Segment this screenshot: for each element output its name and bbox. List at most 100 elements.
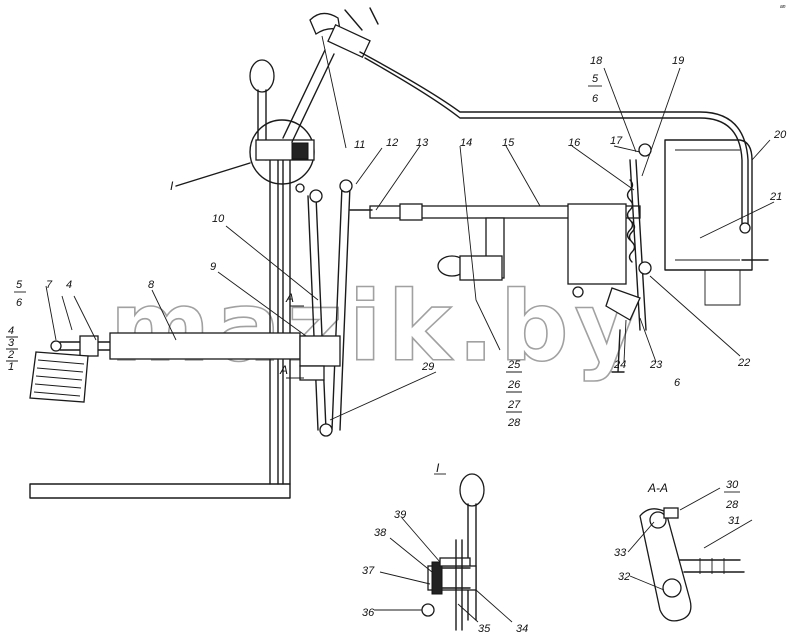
leader-lines xyxy=(45,35,775,623)
callout-9: 9 xyxy=(210,261,216,273)
callout-1-b: 3 xyxy=(8,337,15,349)
corner-note: an xyxy=(780,4,786,10)
section-bolt-head xyxy=(663,507,679,519)
section-threads xyxy=(699,558,725,574)
throttle-sleeve xyxy=(327,23,371,59)
callout-labels: 4 3 2 1 5 6 7 4 8 9 10 11 12 13 14 15 16… xyxy=(6,55,787,635)
pivot-22 xyxy=(638,261,652,275)
callout-26: 26 xyxy=(507,379,521,391)
lever-knob xyxy=(249,59,275,93)
callout-13: 13 xyxy=(416,137,429,149)
watermark: mazik.by xyxy=(110,271,643,383)
callout-8: 8 xyxy=(148,279,155,291)
detail-I-title: I xyxy=(436,461,440,475)
section-A-arrows xyxy=(286,305,304,379)
callout-21: 21 xyxy=(769,191,782,203)
return-spring xyxy=(626,179,634,241)
callout-12: 12 xyxy=(386,137,398,149)
leader-I xyxy=(175,162,251,187)
linkage-rod-16b xyxy=(635,159,647,331)
callout-19: 19 xyxy=(672,55,684,67)
pivot-bolt xyxy=(295,183,305,193)
section-rod xyxy=(679,559,745,573)
section-roller xyxy=(662,578,682,598)
lever-clamp xyxy=(291,142,309,160)
callout-22: 22 xyxy=(737,357,750,369)
callout-4: 4 xyxy=(66,279,72,291)
callout-24: 24 xyxy=(613,359,626,371)
callout-39: 39 xyxy=(394,509,406,521)
lever-24 xyxy=(605,287,641,321)
bell-bracket xyxy=(567,203,627,285)
bottom-eye xyxy=(319,423,333,437)
floor-plate xyxy=(29,483,291,499)
section-AA-title: A-A xyxy=(647,481,668,495)
callout-30: 30 xyxy=(726,479,739,491)
top-eye-9 xyxy=(309,189,323,203)
detail-plate xyxy=(431,561,443,595)
throttle-cable-2 xyxy=(364,57,743,226)
engine-ribs xyxy=(675,149,740,261)
throttle-cable xyxy=(359,51,749,226)
section-AA-assembly: A-A xyxy=(639,481,745,622)
detail-spring xyxy=(439,557,471,567)
pedal-boss xyxy=(79,335,99,357)
callout-35: 35 xyxy=(478,623,491,635)
frame-post xyxy=(269,159,279,485)
callout-10: 10 xyxy=(212,213,225,225)
callout-7: 7 xyxy=(46,279,53,291)
link-clevis xyxy=(299,365,325,381)
link-29 xyxy=(331,185,351,431)
callout-18-5: 5 xyxy=(592,73,599,85)
callout-1-d: 1 xyxy=(8,361,14,373)
pedal-pad xyxy=(29,351,89,403)
section-pivot xyxy=(649,511,667,529)
engine-block xyxy=(664,139,753,271)
callout-11: 11 xyxy=(354,139,365,151)
view-I-marker: I xyxy=(170,179,174,193)
callout-17: 17 xyxy=(610,135,623,147)
callout-15: 15 xyxy=(502,137,515,149)
callout-14: 14 xyxy=(460,137,472,149)
callout-18: 18 xyxy=(590,55,603,67)
detail-I-assembly: I xyxy=(421,461,485,631)
callout-23: 23 xyxy=(649,359,663,371)
cable-guide xyxy=(344,7,379,31)
callout-27: 27 xyxy=(507,399,521,411)
support-block xyxy=(459,255,503,281)
callout-33: 33 xyxy=(614,547,627,559)
detail-nut xyxy=(421,603,435,617)
link-23 xyxy=(611,329,625,373)
callout-18-6: 6 xyxy=(592,93,599,105)
section-arm xyxy=(639,508,692,622)
callout-25: 25 xyxy=(507,359,521,371)
callout-6: 6 xyxy=(16,297,23,309)
callout-28-b: 28 xyxy=(725,499,739,511)
engine-lower xyxy=(704,270,741,306)
main-assembly: A A I xyxy=(29,7,769,499)
cable-end xyxy=(739,222,751,234)
detail-knob xyxy=(459,473,485,507)
pedal-grip xyxy=(33,359,85,397)
callout-31: 31 xyxy=(728,515,740,527)
callout-34: 34 xyxy=(516,623,528,635)
callout-16: 16 xyxy=(568,137,581,149)
top-eye-12 xyxy=(339,179,353,193)
link-9 xyxy=(307,195,327,431)
callout-1-c: 2 xyxy=(7,349,14,361)
callout-38: 38 xyxy=(374,527,387,539)
section-A-lower: A xyxy=(279,363,288,377)
callout-36: 36 xyxy=(362,607,375,619)
callout-28: 28 xyxy=(507,417,521,429)
section-A-upper: A xyxy=(285,291,294,305)
callout-32: 32 xyxy=(618,571,630,583)
pedal-nut xyxy=(50,340,62,352)
spring-lower xyxy=(628,221,636,263)
link-block xyxy=(299,335,341,367)
callout-37: 37 xyxy=(362,565,375,577)
detail-post xyxy=(455,539,463,631)
frame-post-2 xyxy=(282,159,291,485)
rod-coupling xyxy=(399,203,423,221)
